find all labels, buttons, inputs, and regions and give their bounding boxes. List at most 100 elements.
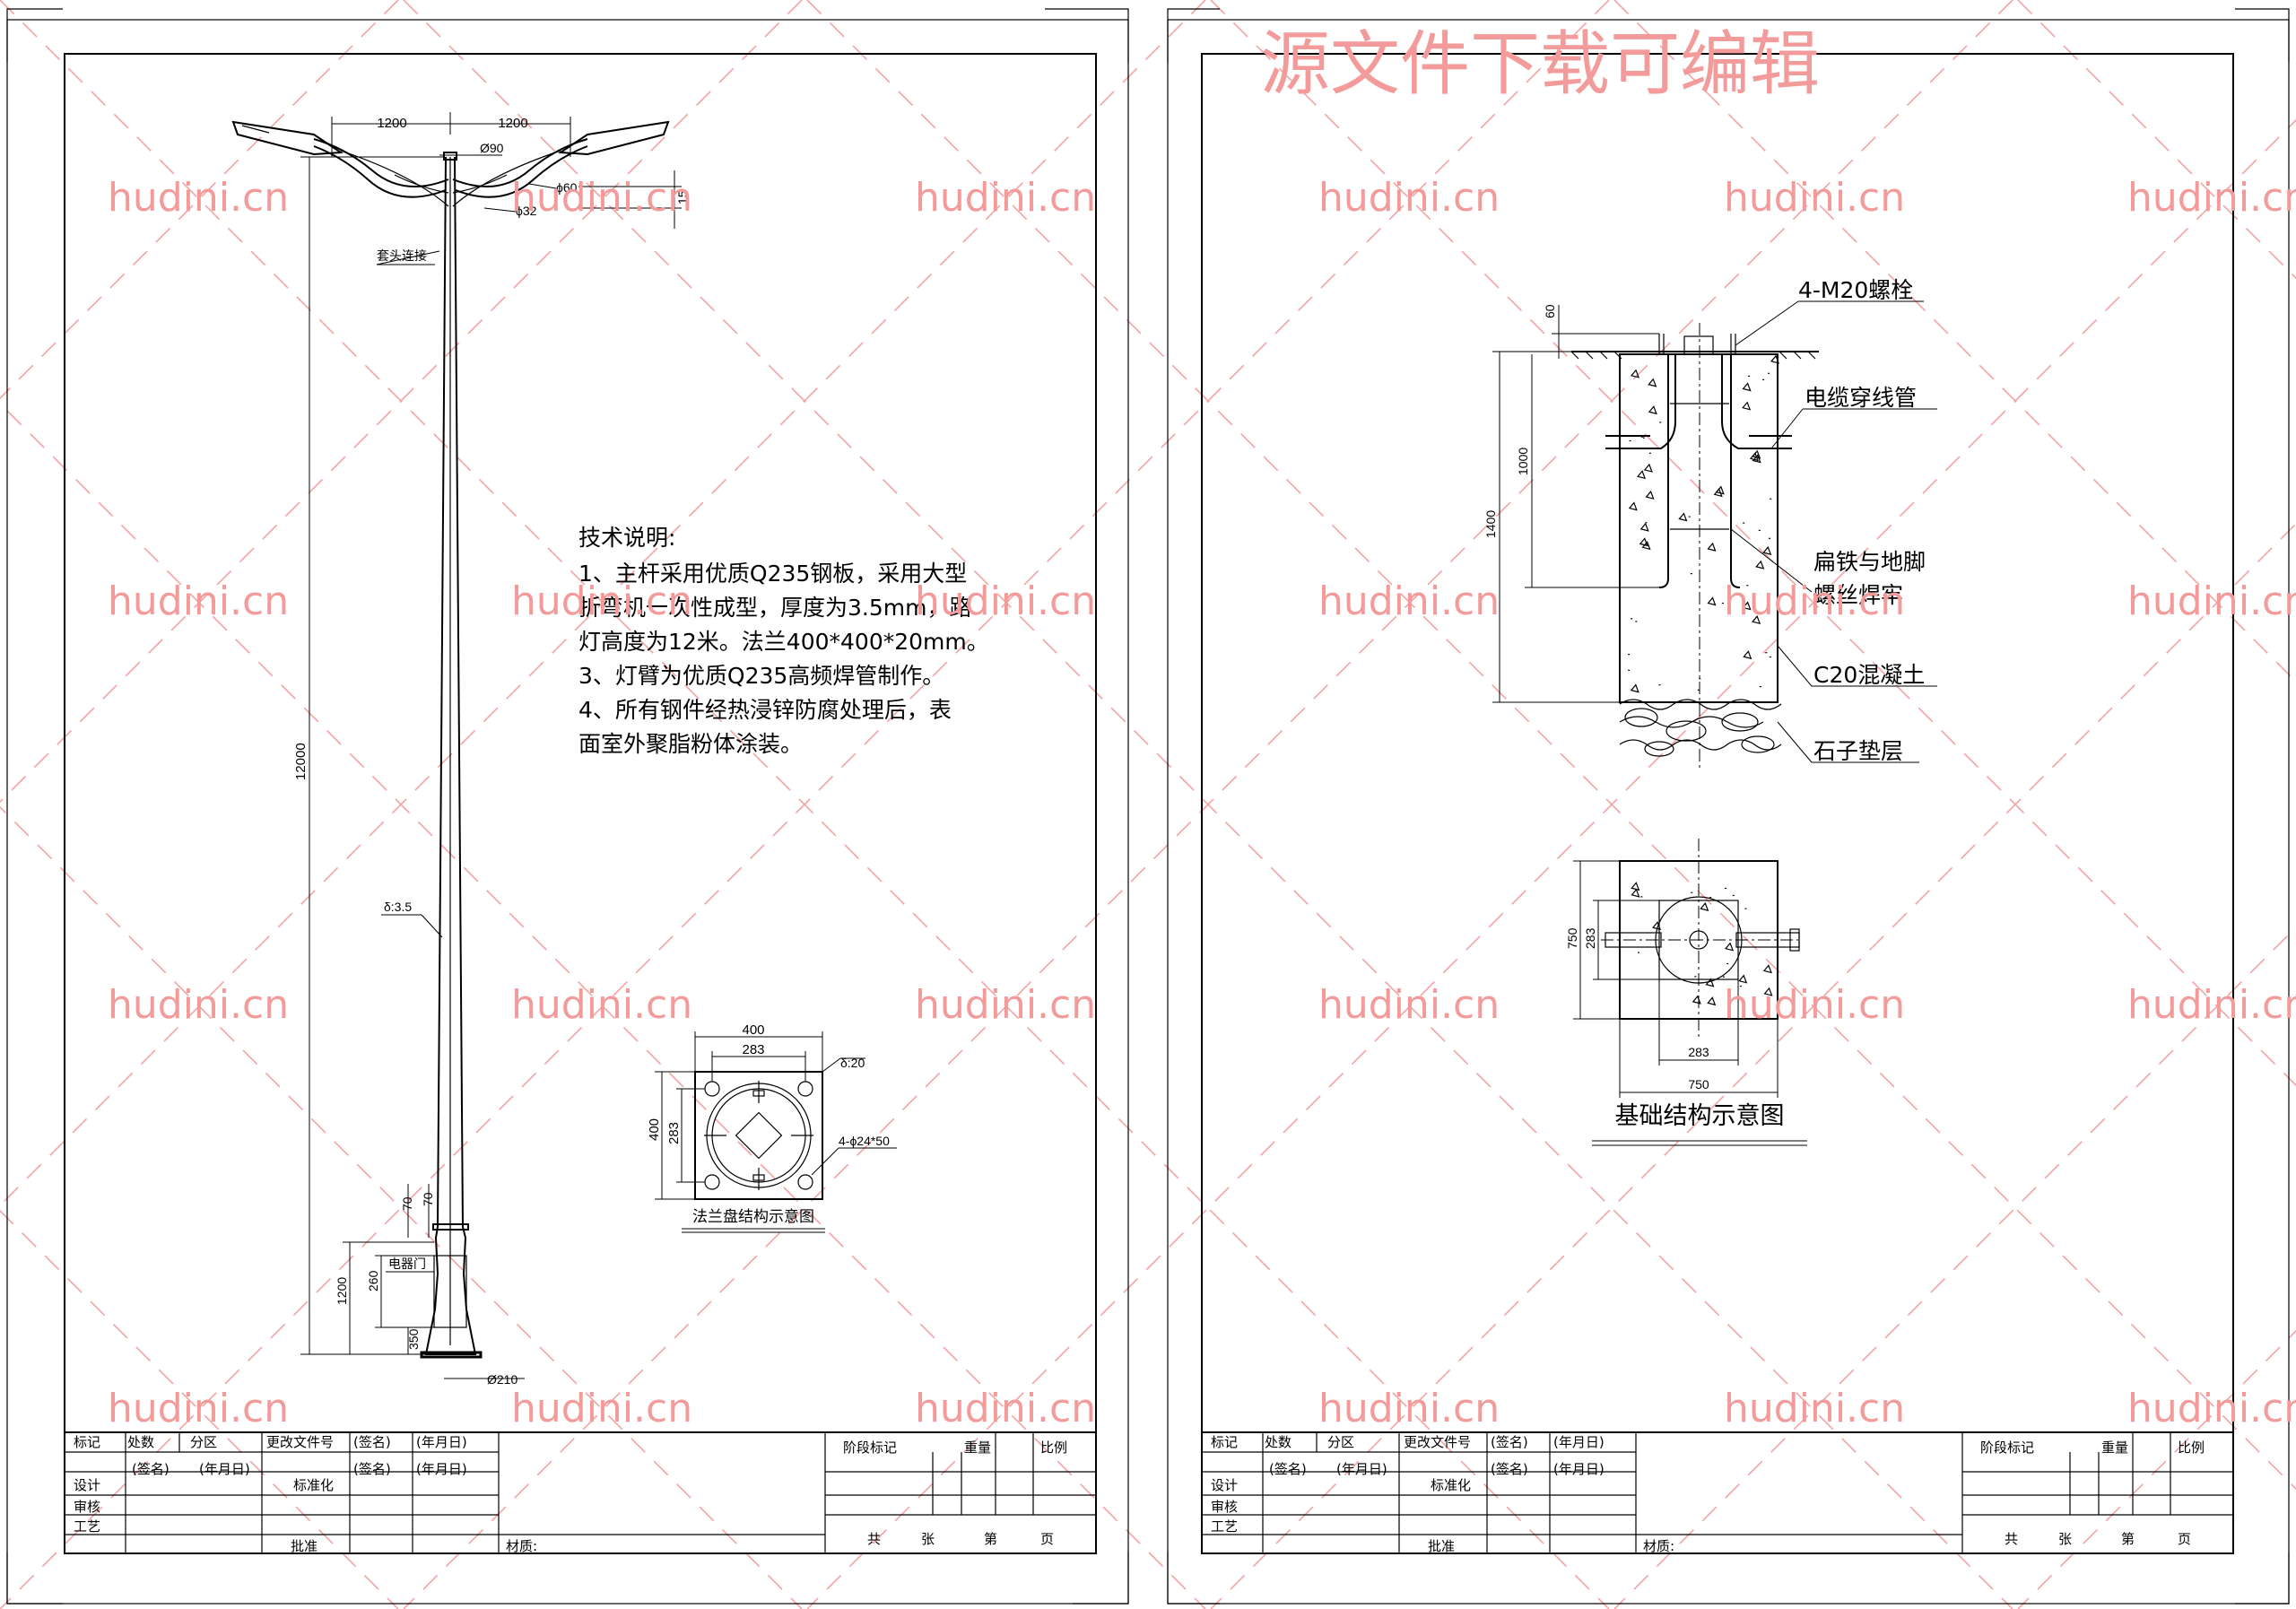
right-sheet-border (1167, 19, 2290, 1605)
notes-title: 技术说明: (578, 525, 675, 551)
dim-arm-right: 1200 (498, 116, 527, 131)
concrete-speck (1648, 378, 1657, 387)
watermark-site: hudini.cn (915, 1386, 1096, 1431)
concrete-speck (1763, 987, 1773, 996)
concrete-hatch (1628, 354, 1780, 693)
foundation-section-dims: 60 1000 1400 4-M20螺栓 电缆穿线管 扁铁与地脚 螺丝焊牢 C2… (1483, 277, 1937, 764)
watermark-line (1210, 522, 2296, 1609)
concrete-speck (1762, 545, 1772, 555)
concrete-speck (1742, 382, 1752, 392)
watermark-line (1210, 0, 2296, 1087)
watermark-site: hudini.cn (1724, 982, 1905, 1028)
watermark-site: hudini.cn (1318, 578, 1500, 624)
tb-text: (年月日) (199, 1461, 250, 1477)
flange-holes: 4-ϕ24*50 (839, 1134, 890, 1148)
notes-line-5: 4、所有钢件经热浸锌防腐处理后，表 (578, 697, 952, 723)
notes-line-3: 灯高度为12米。法兰400*400*20mm。 (578, 629, 989, 655)
concrete-speck (1631, 888, 1640, 898)
concrete-speck (1700, 901, 1709, 911)
concrete-speck (1743, 650, 1752, 660)
concrete-speck (1755, 560, 1765, 570)
tb-text: 重量 (964, 1439, 991, 1456)
pole-elevation (231, 120, 670, 1359)
concrete-speck (1628, 501, 1638, 511)
tb-header: (年月日) (1553, 1434, 1605, 1450)
label-weld-2: 螺丝焊牢 (1813, 582, 1903, 608)
tb-header: 更改文件号 (266, 1434, 334, 1450)
tb-text: (签名) (1269, 1461, 1307, 1477)
tb-text: 工艺 (1211, 1518, 1238, 1535)
title-block-frame (1201, 1431, 2234, 1554)
technical-notes: 技术说明: 1、主杆采用优质Q235钢板，采用大型 折弯机一次性成型，厚度为3.… (578, 525, 989, 757)
watermark-line (806, 0, 2296, 1491)
watermark-site: hudini.cn (511, 578, 692, 624)
dim-total-height: 12000 (293, 743, 309, 780)
label-concrete: C20混凝土 (1813, 662, 1925, 688)
tb-text: 材质: (1643, 1538, 1674, 1554)
watermark-site: hudini.cn (108, 175, 289, 221)
concrete-speck (1742, 601, 1752, 611)
tb-text: 第 (2121, 1531, 2135, 1547)
tb-text: 批准 (1428, 1538, 1455, 1554)
label-conduit: 电缆穿线管 (1805, 385, 1917, 411)
tb-header: 处数 (127, 1434, 154, 1450)
concrete-speck (1630, 369, 1640, 378)
concrete-speck (1707, 542, 1717, 552)
watermark-line (2017, 1329, 2296, 1609)
label-gravel: 石子垫层 (1813, 738, 1903, 764)
watermark-site: hudini.cn (1318, 1386, 1500, 1431)
tb-header: 分区 (1327, 1434, 1354, 1450)
tb-text: 张 (2058, 1531, 2072, 1547)
tb-text: 共 (2005, 1531, 2018, 1547)
tb-header: 标记 (74, 1434, 100, 1450)
concrete-speck (1639, 522, 1649, 532)
concrete-speck (1752, 449, 1761, 459)
watermark-site: hudini.cn (2127, 175, 2296, 221)
concrete-speck (1639, 537, 1648, 547)
concrete-speck (1752, 615, 1761, 625)
foundation-plan: 750 283 283 750 基础结构示意图 (1565, 839, 1807, 1146)
flange-plan: 400 283 δ:20 400 283 4-ϕ24*50 法兰盘结构示意图 (647, 1022, 897, 1233)
concrete-speck (1762, 964, 1772, 974)
tb-header: 更改文件号 (1404, 1434, 1471, 1450)
title-block-right: 标记处数分区更改文件号(签名)(年月日)阶段标记重量比例设计(签名)(年月日)标… (1201, 1431, 2234, 1554)
watermark-site: hudini.cn (1724, 1386, 1905, 1431)
plan-dim-750-bottom: 750 (1688, 1077, 1709, 1092)
concrete-speck (1725, 942, 1735, 952)
dim-arm-rise: 15 (675, 190, 690, 204)
notes-line-2: 折弯机一次性成型，厚度为3.5mm，路 (578, 595, 971, 621)
notes-line-6: 面室外聚脂粉体涂装。 (578, 731, 803, 757)
dim-260: 260 (366, 1270, 380, 1292)
section-dim-60: 60 (1543, 304, 1557, 318)
tb-text: 工艺 (74, 1518, 100, 1535)
watermark-site: hudini.cn (2127, 578, 2296, 624)
concrete-speck (1678, 512, 1688, 522)
tb-text: 阶段标记 (843, 1439, 897, 1456)
dim-1200: 1200 (335, 1277, 349, 1305)
tb-text: 共 (867, 1531, 881, 1547)
watermark-site: hudini.cn (108, 1386, 289, 1431)
tb-text: 页 (2178, 1531, 2191, 1547)
tb-text: 阶段标记 (1980, 1439, 2034, 1456)
tb-header: (签名) (353, 1434, 391, 1450)
tb-header: 处数 (1265, 1434, 1292, 1450)
plan-dim-283-side: 283 (1583, 927, 1597, 949)
concrete-speck (1643, 463, 1653, 473)
dim-70-a: 70 (400, 1196, 414, 1211)
pole-dimensions: 1200 1200 Ø90 ϕ60 ϕ32 15 套头连接 12000 δ:3.… (293, 112, 690, 1387)
left-sheet-border (6, 19, 1129, 1605)
watermark-site: hudini.cn (511, 175, 692, 221)
watermark-line (1613, 0, 2296, 683)
corner-marks (6, 8, 2290, 1605)
flange-dim-283-top: 283 (742, 1042, 764, 1057)
plan-dim-750-side: 750 (1565, 927, 1579, 949)
section-dim-1400: 1400 (1483, 510, 1498, 538)
watermark-site: hudini.cn (915, 578, 1096, 624)
watermark-line (0, 0, 399, 400)
concrete-speck (1636, 470, 1647, 480)
watermark-line (0, 402, 1206, 1609)
concrete-speck (1770, 354, 1780, 364)
dim-brace-diameter: ϕ32 (516, 204, 537, 218)
